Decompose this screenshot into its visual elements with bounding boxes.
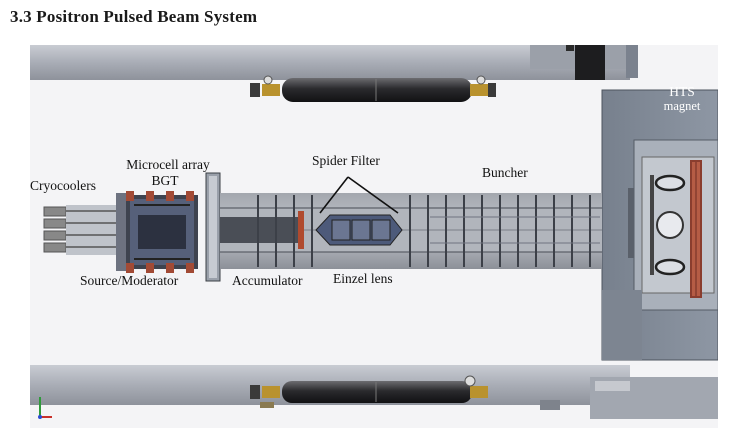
cryocoolers <box>43 205 122 255</box>
label-source-moderator: Source/Moderator <box>80 273 179 288</box>
label-einzel-lens: Einzel lens <box>333 271 393 286</box>
label-bgt: BGT <box>151 173 179 188</box>
beam-line <box>220 193 602 269</box>
label-spider-filter: Spider Filter <box>312 153 380 168</box>
section-heading: 3.3 Positron Pulsed Beam System <box>10 7 258 26</box>
label-hts: HTS <box>669 84 695 99</box>
spider-filter-pointers <box>319 176 399 214</box>
label-microcell-array: Microcell array <box>126 157 210 172</box>
label-magnet: magnet <box>663 99 701 113</box>
source-block <box>116 172 221 282</box>
label-hts-magnet: HTS magnet <box>650 84 714 114</box>
cad-rendering <box>30 45 718 419</box>
top-rail <box>30 45 638 80</box>
label-cryocoolers: Cryocoolers <box>30 178 96 193</box>
axis-triad-icon <box>38 397 52 419</box>
bottom-actuator <box>250 375 488 408</box>
beam-system-diagram: Cryocoolers Microcell array BGT Source/M… <box>30 45 718 428</box>
label-buncher: Buncher <box>482 165 528 180</box>
top-actuator <box>250 75 496 102</box>
hts-magnet-housing <box>601 89 718 361</box>
label-accumulator: Accumulator <box>232 273 303 288</box>
